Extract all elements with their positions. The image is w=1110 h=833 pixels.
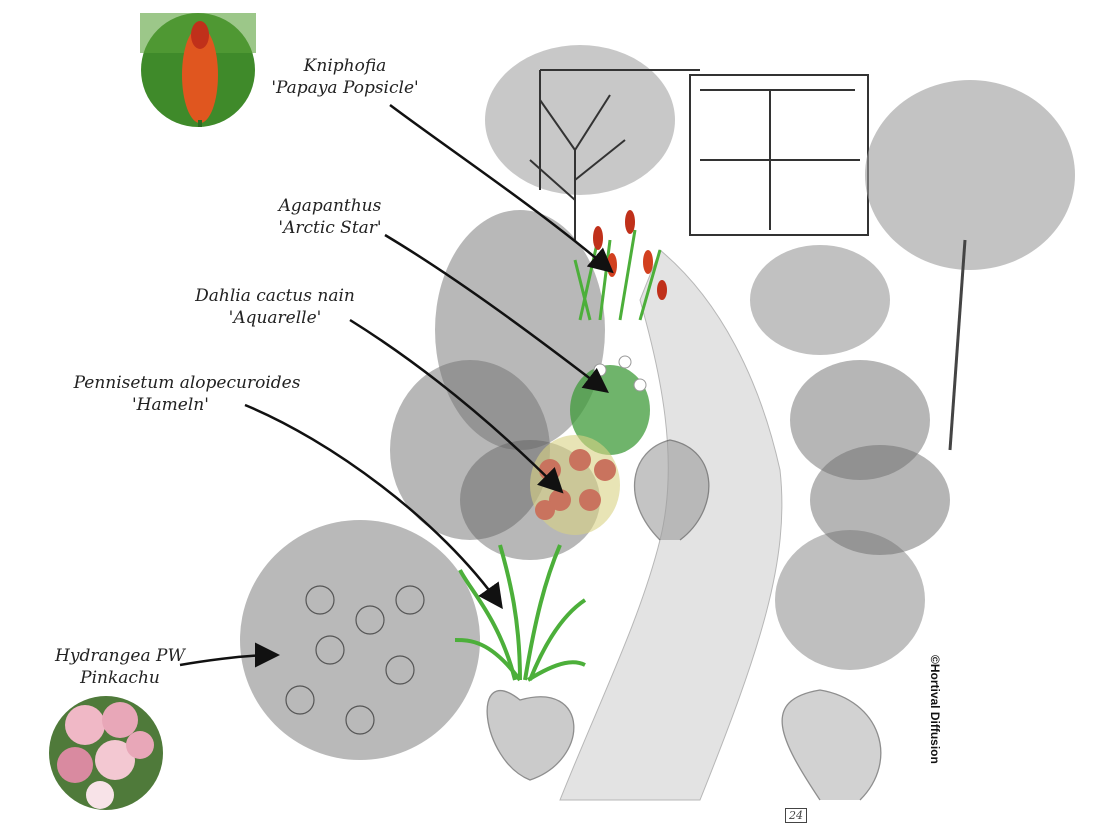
label-agapanthus: Agapanthus 'Arctic Star' [270, 195, 390, 239]
label-kniphofia-name: Kniphofia [303, 56, 387, 76]
dahlia-plant [530, 435, 620, 535]
label-arrows [179, 103, 614, 668]
label-pennisetum-name: Pennisetum alopecuroides [73, 373, 301, 393]
hydrangea-photo [49, 696, 163, 810]
arrow-kniphofia [389, 103, 614, 274]
label-agapanthus-cultivar: 'Arctic Star' [278, 218, 382, 238]
label-dahlia-cultivar: 'Aquarelle' [228, 308, 322, 328]
grey-grasses [486, 439, 882, 801]
pennisetum-plant [454, 544, 587, 682]
copyright-credit: ©Hortival Diffusion [928, 655, 942, 764]
artist-signature: 24 [785, 808, 807, 823]
hydrangea-shrub [285, 585, 425, 735]
kniphofia-photo [140, 13, 256, 127]
standard-tree [865, 80, 1075, 451]
label-kniphofia-cultivar: 'Papaya Popsicle' [271, 78, 419, 98]
label-pennisetum-cultivar: 'Hameln' [132, 395, 209, 415]
bare-tree [529, 94, 626, 240]
label-hydrangea: Hydrangea PW Pinkachu [50, 645, 190, 689]
arrow-agapanthus [384, 233, 609, 394]
arrow-pennisetum [244, 403, 503, 610]
arrow-hydrangea [179, 642, 280, 668]
label-hydrangea-name: Hydrangea PW [55, 646, 185, 666]
label-kniphofia: Kniphofia 'Papaya Popsicle' [270, 55, 420, 99]
label-pennisetum: Pennisetum alopecuroides 'Hameln' [72, 372, 302, 416]
label-agapanthus-name: Agapanthus [278, 196, 382, 216]
background-shrubs [240, 45, 950, 760]
label-dahlia: Dahlia cactus nain 'Aquarelle' [190, 285, 360, 329]
label-dahlia-name: Dahlia cactus nain [195, 286, 355, 306]
kniphofia-plant [573, 210, 667, 321]
arrow-dahlia [349, 318, 564, 494]
label-hydrangea-cultivar: Pinkachu [80, 668, 160, 688]
